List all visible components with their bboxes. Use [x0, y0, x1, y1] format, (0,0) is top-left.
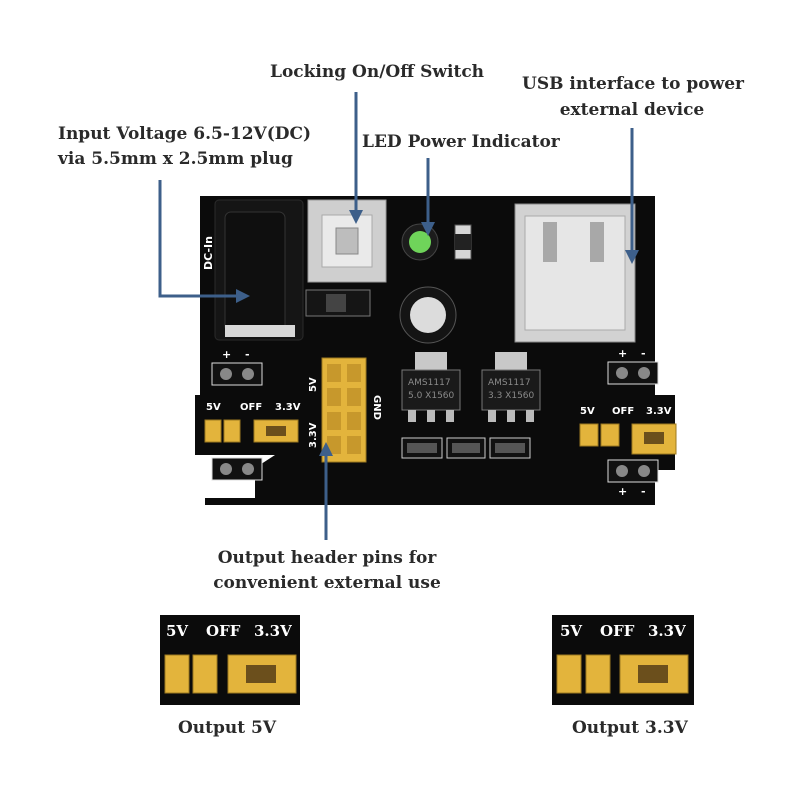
left-jumper-pins[interactable]	[204, 419, 299, 443]
right-bottom-plus: +	[618, 485, 627, 498]
panel2-label-5v: 5V	[560, 622, 583, 640]
locking-switch[interactable]	[307, 199, 387, 283]
output-header-pins	[321, 357, 367, 463]
left-33v-silk: 3.3V	[275, 402, 301, 413]
left-5v-silk: 5V	[206, 402, 221, 413]
smd-components	[401, 437, 531, 459]
right-5v-silk: 5V	[580, 406, 595, 417]
label-input-line2: via 5.5mm x 2.5mm plug	[58, 149, 293, 169]
usb-port	[514, 203, 636, 343]
dc-in-silk: DC-In	[202, 236, 215, 270]
regulator-5v	[401, 352, 461, 422]
regulator-33v-text-2: 3.3 X1560	[488, 391, 535, 401]
header-gnd-silk: GND	[371, 395, 382, 420]
regulator-33v-text-1: AMS1117	[488, 378, 531, 388]
label-input-line1: Input Voltage 6.5-12V(DC)	[58, 124, 312, 144]
label-locking-switch: Locking On/Off Switch	[270, 62, 485, 82]
jumper-panel-5v	[160, 615, 300, 705]
regulator-5v-text-1: AMS1117	[408, 378, 451, 388]
left-off-silk: OFF	[240, 402, 262, 413]
callout-arrowheads	[236, 210, 639, 456]
arrow-header	[319, 442, 333, 456]
dc-barrel-jack	[214, 199, 304, 341]
right-off-silk: OFF	[612, 406, 634, 417]
left-power-pins-bottom	[211, 457, 263, 481]
right-33v-silk: 3.3V	[646, 406, 672, 417]
callout-line-input	[158, 180, 238, 298]
arrow-usb	[625, 250, 639, 264]
label-header-line1: Output header pins for	[217, 548, 437, 568]
panel1-label-off: OFF	[206, 622, 241, 640]
panel2-label-33v: 3.3V	[648, 622, 686, 640]
label-usb-line1: USB interface to power	[522, 74, 744, 94]
left-power-pins-top	[211, 362, 263, 386]
right-top-minus: -	[641, 347, 646, 360]
right-bottom-minus: -	[641, 485, 646, 498]
caption-output-33v: Output 3.3V	[572, 718, 688, 738]
panel1-label-5v: 5V	[166, 622, 189, 640]
regulator-5v-text-2: 5.0 X1560	[408, 391, 455, 401]
header-5v-silk: 5V	[308, 377, 319, 392]
right-power-pins-top	[607, 361, 659, 385]
panel1-label-33v: 3.3V	[254, 622, 292, 640]
right-power-pins-bottom	[607, 459, 659, 483]
right-top-plus: +	[618, 347, 627, 360]
small-slide-switch	[305, 289, 371, 317]
left-top-plus: +	[222, 348, 231, 361]
left-top-minus: -	[245, 348, 250, 361]
electrolytic-capacitor	[399, 286, 457, 344]
right-jumper-pins[interactable]	[579, 423, 677, 455]
header-33v-silk: 3.3V	[308, 422, 319, 448]
callout-lines	[158, 92, 634, 540]
label-led: LED Power Indicator	[362, 132, 560, 152]
caption-output-5v: Output 5V	[178, 718, 277, 738]
arrow-switch	[349, 210, 363, 224]
label-header-line2: convenient external use	[213, 573, 441, 593]
panel2-label-off: OFF	[600, 622, 635, 640]
label-usb-line2: external device	[559, 100, 705, 120]
regulator-33v	[481, 352, 541, 422]
left-bottom-plus: +	[222, 484, 231, 497]
jumper-panel-33v	[552, 615, 694, 705]
arrow-input	[236, 289, 250, 303]
arrow-led	[421, 222, 435, 236]
left-bottom-minus: -	[245, 484, 250, 497]
